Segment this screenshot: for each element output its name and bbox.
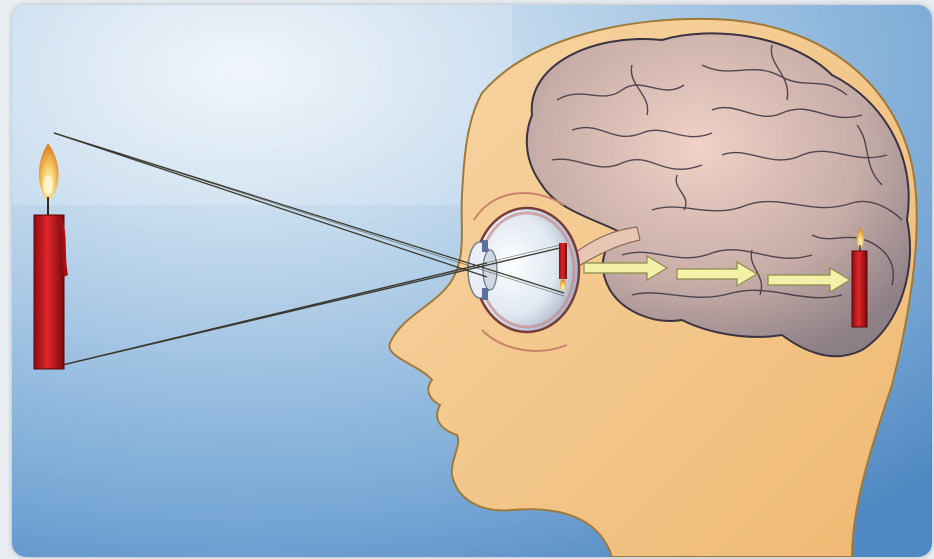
iris-top [482, 240, 488, 252]
retina-image-candle [559, 243, 567, 291]
background-glow [12, 5, 512, 205]
iris-bottom [482, 288, 488, 300]
vision-diagram [12, 5, 932, 557]
diagram-stage [12, 5, 932, 557]
